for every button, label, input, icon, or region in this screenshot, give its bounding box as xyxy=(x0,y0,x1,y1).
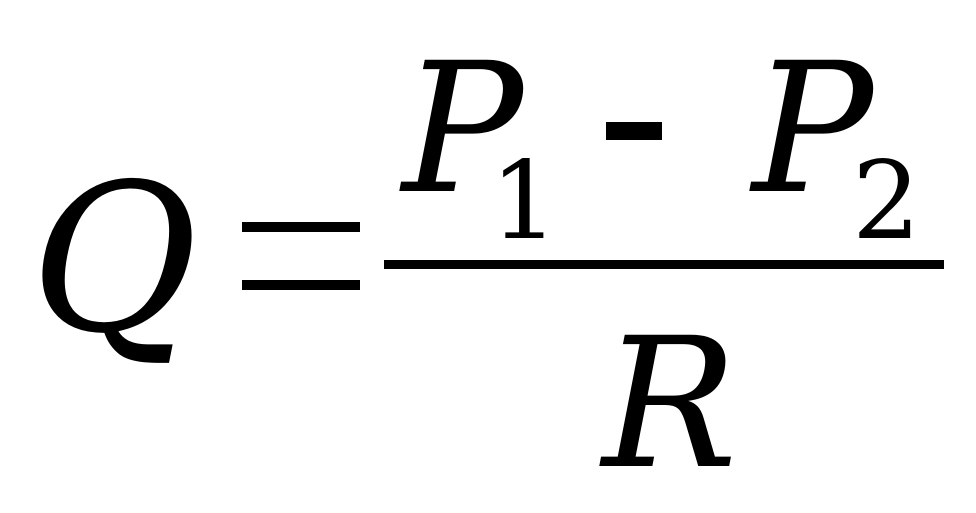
lhs-variable-q: Q xyxy=(30,141,199,379)
equals-sign xyxy=(242,222,360,290)
equals-sign-bottom-bar xyxy=(242,280,360,290)
numerator-term-p2-subscript: 2 xyxy=(852,139,921,264)
numerator-term-p1: P xyxy=(402,25,524,234)
equals-sign-top-bar xyxy=(242,222,360,232)
numerator-term-p2: P xyxy=(752,25,874,234)
fraction-bar xyxy=(384,260,944,269)
denominator-variable-r: R xyxy=(602,300,738,509)
numerator-term-p1-subscript: 1 xyxy=(490,139,559,264)
minus-sign xyxy=(606,122,662,140)
